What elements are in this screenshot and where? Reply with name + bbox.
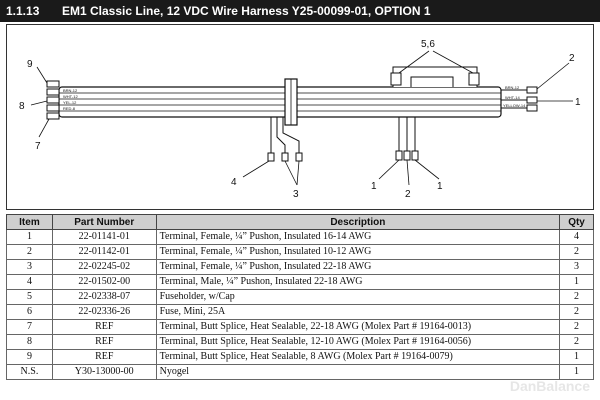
item-cell: N.S. [6,364,53,380]
section-header: 1.1.13 EM1 Classic Line, 12 VDC Wire Har… [0,0,600,22]
header-part-number: Part Number [51,214,157,230]
qty-cell: 1 [559,364,594,380]
callout-4: 4 [231,177,237,188]
callout-9: 9 [27,59,33,70]
wire-label: WHT-12 [63,94,78,99]
callout-2-right: 2 [569,53,575,64]
part-number-cell: 22-01142-01 [51,244,157,260]
wire-label: YELLOW-14 [503,103,526,108]
part-number-cell: 22-02338-07 [51,289,157,305]
part-number-cell: REF [51,319,157,335]
qty-cell: 2 [559,319,594,335]
header-description: Description [155,214,561,230]
wire-label: RED-8 [63,106,76,111]
description-cell: Terminal, Female, ¼” Pushon, Insulated 1… [155,244,561,260]
callout-1-bottom-right: 1 [437,181,443,192]
wire-harness-diagram: 9 8 7 5,6 2 1 4 3 1 2 1 BRN-12 WHT-12 YE… [6,24,594,210]
leader-lines [30,50,573,186]
qty-cell: 1 [559,349,594,365]
callout-5-6: 5,6 [421,39,435,50]
item-cell: 1 [6,229,53,245]
part-number-cell: 22-01502-00 [51,274,157,290]
header-qty: Qty [559,214,594,230]
description-cell: Fuse, Mini, 25A [155,304,561,320]
left-branch [267,117,303,162]
qty-cell: 2 [559,289,594,305]
part-number-cell: REF [51,349,157,365]
callout-7: 7 [35,141,41,152]
part-number-cell: Y30-13000-00 [51,364,157,380]
item-cell: 7 [6,319,53,335]
part-number-cell: REF [51,334,157,350]
wire-label: YEL-12 [63,100,77,105]
description-cell: Terminal, Butt Splice, Heat Sealable, 12… [155,334,561,350]
item-cell: 4 [6,274,53,290]
watermark: DanBalance [509,378,590,394]
description-cell: Fuseholder, w/Cap [155,289,561,305]
part-number-cell: 22-01141-01 [51,229,157,245]
description-cell: Terminal, Butt Splice, Heat Sealable, 22… [155,319,561,335]
qty-cell: 2 [559,244,594,260]
part-number-cell: 22-02245-02 [51,259,157,275]
callout-3: 3 [293,189,299,200]
qty-cell: 1 [559,274,594,290]
description-cell: Nyogel [155,364,561,380]
item-cell: 3 [6,259,53,275]
left-terminals [46,80,60,120]
header-item: Item [6,214,53,230]
description-cell: Terminal, Female, ¼” Pushon, Insulated 2… [155,259,561,275]
callout-8: 8 [19,101,25,112]
harness-bundle [58,86,502,118]
section-number: 1.1.13 [6,4,40,18]
description-cell: Terminal, Male, ¼” Pushon, Insulated 22-… [155,274,561,290]
qty-cell: 2 [559,334,594,350]
part-number-cell: 22-02336-26 [51,304,157,320]
wire-label: BRN-12 [63,88,78,93]
wire-label: WHT-14 [505,95,520,100]
callout-1-bottom-left: 1 [371,181,377,192]
item-cell: 6 [6,304,53,320]
item-cell: 9 [6,349,53,365]
qty-cell: 4 [559,229,594,245]
item-cell: 8 [6,334,53,350]
wire-label: BRN-12 [505,85,520,90]
section-title: EM1 Classic Line, 12 VDC Wire Harness Y2… [62,4,431,18]
right-branch [395,117,419,161]
qty-cell: 3 [559,259,594,275]
grommet [284,78,298,126]
description-cell: Terminal, Female, ¼” Pushon, Insulated 1… [155,229,561,245]
callout-1-right: 1 [575,97,581,108]
callout-2-bottom: 2 [405,189,411,200]
fuse-holders [390,66,480,87]
harness-drawing: 9 8 7 5,6 2 1 4 3 1 2 1 BRN-12 WHT-12 YE… [19,39,581,200]
item-cell: 5 [6,289,53,305]
table-header-row: Item Part Number Description Qty [6,214,594,230]
item-cell: 2 [6,244,53,260]
right-terminals [501,86,538,112]
qty-cell: 2 [559,304,594,320]
description-cell: Terminal, Butt Splice, Heat Sealable, 8 … [155,349,561,365]
